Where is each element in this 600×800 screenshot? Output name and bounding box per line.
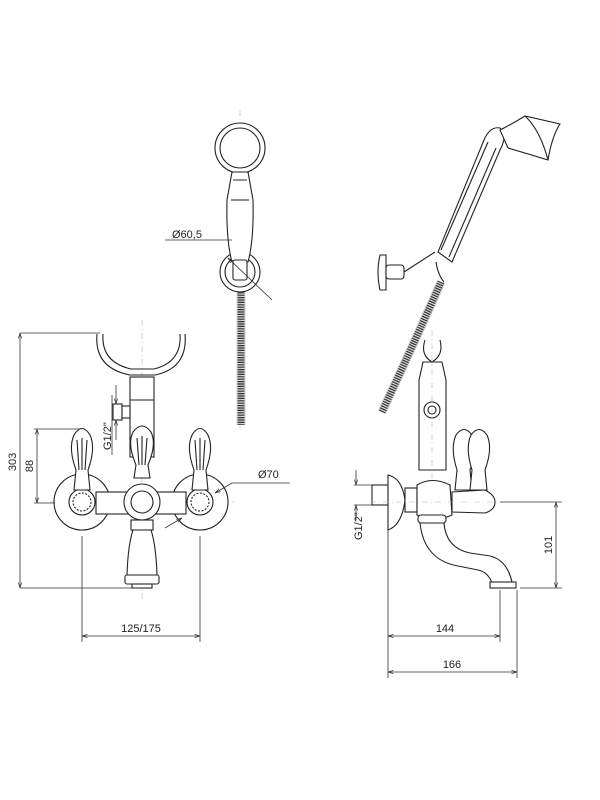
faucet-front-view: [20, 320, 290, 642]
front-connection-label: G1/2": [102, 422, 114, 450]
faucet-side-view: [354, 115, 562, 678]
handshower-diameter-label: Ø60,5: [172, 229, 202, 241]
side-connection-label: G1/2": [353, 512, 365, 540]
handshower-front-view: [165, 110, 273, 430]
spout-height-label: 101: [543, 536, 555, 554]
total-depth-label: 166: [443, 659, 461, 671]
flange-diameter-label: Ø70: [258, 469, 279, 481]
total-height-label: 303: [7, 453, 19, 471]
spout-projection-label: 144: [436, 623, 454, 635]
center-distance-label: 125/175: [121, 623, 161, 635]
handle-height-label: 88: [24, 460, 36, 472]
